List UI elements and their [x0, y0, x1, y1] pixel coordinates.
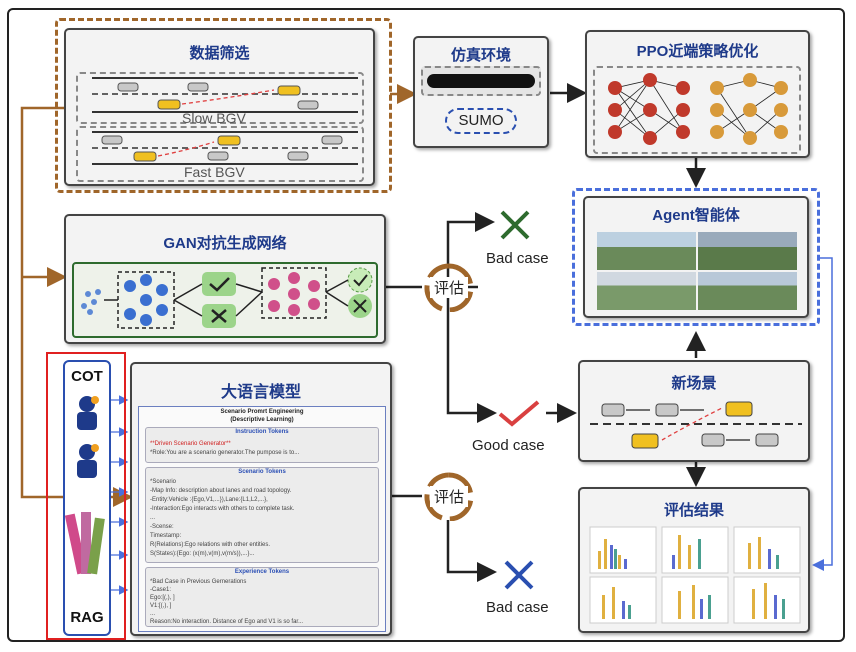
doc-header-2: (Descriptive Learning) [230, 417, 294, 423]
scenario-line-6: -Scense: [150, 524, 174, 530]
view-3 [597, 272, 696, 310]
slow-bgv-label: Slow BGV [182, 110, 246, 126]
eval-top-node: 评估 [420, 262, 478, 312]
sim-env-title: 仿真环境 [450, 47, 511, 64]
cot-rag-panel [46, 352, 126, 640]
bad-case-top-cross-icon [500, 210, 530, 240]
eval-top-label: 评估 [430, 277, 468, 298]
doc-header-1: Scenario Promrt Engineering [220, 409, 304, 415]
bad-case-top-label: Bad case [486, 250, 549, 267]
ppo-title: PPO近端策略优化 [636, 43, 759, 60]
good-case-label: Good case [472, 437, 545, 454]
gan-box: GAN对抗生成网络 [64, 214, 386, 344]
sim-env-box: 仿真环境 SUMO [413, 36, 549, 148]
data-filter-box: 数据筛选 Slow BGV Fast BGV [64, 28, 375, 186]
bad-case-bottom-label: Bad case [486, 599, 549, 616]
experience-line-2: -Case1: [150, 587, 172, 593]
scenario-line-4: -Interaction:Ego interacts with others t… [150, 506, 295, 512]
scenario-line-2: -Map Info: description about lanes and r… [150, 488, 292, 494]
results-title: 评估结果 [663, 502, 724, 519]
scenario-line-5: ... [150, 515, 156, 521]
eval-bottom-label: 评估 [430, 486, 468, 507]
agent-panel [572, 188, 820, 326]
sumo-label: SUMO [458, 112, 504, 129]
bad-case-bottom-cross-icon [504, 560, 534, 590]
fast-bgv-label: Fast BGV [184, 164, 245, 180]
ppo-nets [593, 66, 801, 154]
outer-frame [7, 8, 845, 642]
data-filter-title: 数据筛选 [189, 45, 250, 62]
eval-bottom-node: 评估 [420, 471, 478, 521]
scenario-section: Scenario Tokens *Scenario -Map Info: des… [145, 467, 379, 563]
experience-section: Experience Tokens *Bad Case in Previous … [145, 567, 379, 627]
good-case-check-icon [498, 400, 540, 427]
ppo-box: PPO近端策略优化 [585, 30, 810, 158]
rag-icons [65, 396, 105, 575]
data-filter-panel [55, 18, 392, 193]
cot-rag-inner: COT RAG [63, 360, 111, 636]
road-strip [427, 74, 535, 88]
agent-title: Agent智能体 [652, 207, 740, 224]
scenario-line-3: -Entity:Vehicle :{Ego,V1,...}),Lane:{L1,… [150, 497, 268, 503]
rag-label: RAG [70, 609, 104, 626]
scenario-line-9: S(States):{Ego: (x(m),v(m),v(m/s)),...}.… [150, 551, 255, 557]
agent-box: Agent智能体 [583, 196, 809, 318]
scenario-title: Scenario Tokens [238, 469, 286, 475]
scenario-line-7: Timestamp: [150, 533, 182, 539]
view-2 [698, 232, 797, 270]
fast-road: Fast BGV [76, 126, 364, 182]
agent-views [597, 232, 797, 310]
instruction-line-1: **Driven Scenario Generator** [150, 441, 231, 447]
new-scene-box: 新场景 [578, 360, 810, 462]
cot-label: COT [71, 368, 103, 385]
prompt-doc: Scenario Promrt Engineering (Descriptive… [138, 406, 386, 632]
slow-road: Slow BGV [76, 72, 364, 126]
experience-line-6: Reason:No interaction. Distance of Ego a… [150, 619, 304, 625]
llm-box: 大语言模型 Scenario Promrt Engineering (Descr… [130, 362, 392, 636]
ppo-network-diagram [608, 73, 788, 145]
scenario-line-8: R(Relations):Ego relations with other en… [150, 542, 271, 548]
view-1 [597, 232, 696, 270]
rag-arrows [108, 395, 129, 595]
instruction-line-2: *Role:You are a scenario generator.The p… [150, 450, 300, 456]
scenario-line-1: *Scenario [150, 479, 177, 485]
sumo-badge: SUMO [445, 108, 517, 134]
results-box: 评估结果 [578, 487, 810, 633]
experience-line-4: V1:[(,), ] [150, 603, 172, 609]
instruction-section: Instruction Tokens **Driven Scenario Gen… [145, 427, 379, 463]
view-4 [698, 272, 797, 310]
results-thumbnails [589, 526, 801, 624]
experience-line-1: *Bad Case in Previous Gernerations [150, 579, 247, 585]
sim-road [421, 66, 541, 96]
experience-line-5: ... [150, 611, 156, 617]
instruction-title: Instruction Tokens [235, 429, 289, 435]
agent-to-results-line [812, 257, 833, 571]
experience-title: Experience Tokens [234, 569, 290, 575]
gan-diagram [72, 262, 378, 338]
gan-title: GAN对抗生成网络 [163, 235, 287, 252]
new-scene-road [590, 401, 802, 449]
experience-line-3: Ego:[(,), ] [150, 595, 175, 601]
llm-title: 大语言模型 [220, 384, 301, 401]
new-scene-title: 新场景 [671, 375, 717, 392]
